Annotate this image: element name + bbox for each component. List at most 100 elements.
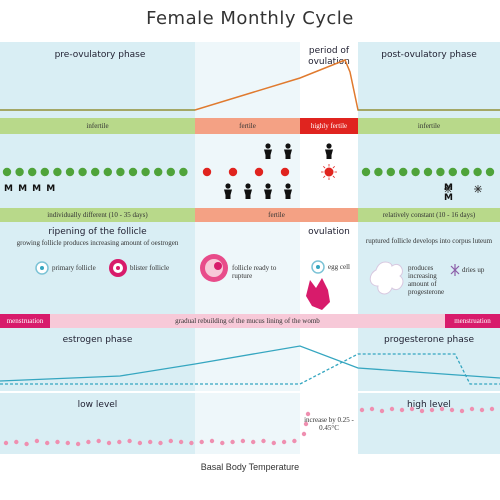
increase-label: increase by 0.25 - 0.45°C <box>304 416 354 432</box>
cycle-dot-green <box>374 167 383 177</box>
temperature-dot <box>305 411 311 417</box>
egg-cell-icon <box>311 260 325 274</box>
temperature-dot <box>469 406 475 412</box>
person-icon <box>325 143 333 159</box>
blister-follicle-label: blister follicle <box>130 264 170 272</box>
temperature-dot <box>369 406 375 412</box>
ruptured-follicle-icon <box>306 278 330 310</box>
temperature-dot <box>3 440 9 446</box>
hormone-curves <box>0 345 500 385</box>
temperature-dot <box>55 439 60 445</box>
temperature-dot <box>479 407 485 413</box>
primary-follicle-icon <box>35 261 49 275</box>
temperature-dot <box>209 438 215 444</box>
ovulation-burst-icon <box>321 164 337 180</box>
follicle-subheading: growing follicle produces increasing amo… <box>16 239 179 247</box>
temperature-dot <box>75 441 81 447</box>
temperature-dot <box>45 440 50 446</box>
follicle-illustrations <box>35 254 460 310</box>
cycle-dot-green <box>166 167 175 177</box>
temperature-dot <box>240 438 246 444</box>
ruptured-follicle-label: ruptured follicle develops into corpus l… <box>365 237 493 245</box>
ovulation-heading: ovulation <box>308 227 350 237</box>
cycle-dot-green <box>411 167 420 177</box>
cycle-dot-green <box>2 167 12 177</box>
temperature-dot <box>281 439 287 445</box>
temperature-dot <box>148 439 153 445</box>
temperature-dot <box>419 408 425 414</box>
infertile-right-label: infertile <box>417 122 441 130</box>
ovulation-period-label: period of ovulation <box>308 46 350 67</box>
menstruation-band: menstruation gradual rebuilding of the m… <box>0 314 500 328</box>
temperature-dot <box>359 407 365 413</box>
cycle-dot-green <box>141 167 150 177</box>
cycle-dot-green <box>423 167 433 177</box>
temperature-dot <box>429 407 435 413</box>
duration-fertile-label: fertile <box>268 211 285 219</box>
cycle-dot-red <box>280 167 290 177</box>
temperature-dot <box>178 439 184 445</box>
cycle-dot-green <box>116 167 125 177</box>
cycle-dot-green <box>448 167 457 177</box>
person-icon <box>284 143 292 159</box>
duration-left-cell: individually different (10 - 35 days) <box>0 208 195 222</box>
fertility-band: infertile fertile highly fertile inferti… <box>0 118 500 134</box>
cycle-dot-green <box>361 167 371 177</box>
phase-curve <box>0 59 500 111</box>
cycle-dot-green <box>154 167 163 177</box>
temperature-dot <box>65 440 71 446</box>
temperature-dot <box>459 408 465 414</box>
cycle-dot-green <box>128 167 138 177</box>
cycle-dot-green <box>473 167 482 177</box>
cycle-dot-red <box>202 167 212 177</box>
temperature-dot <box>439 406 445 412</box>
person-icon <box>264 143 272 159</box>
temperature-dots <box>3 406 495 447</box>
person-icon <box>244 183 252 199</box>
page-title: Female Monthly Cycle <box>146 8 354 29</box>
menstruation-left-cell: menstruation <box>0 314 50 328</box>
temperature-dot <box>261 438 266 444</box>
ovulation-dot <box>324 167 334 177</box>
cycle-dot-green <box>53 167 62 177</box>
estrogen-phase-label: estrogen phase <box>62 335 133 345</box>
progesterone-curve <box>0 353 500 385</box>
fertile-label: fertile <box>239 122 256 130</box>
dries-star-icon <box>444 185 482 193</box>
cycle-dot-green <box>103 167 113 177</box>
person-icon <box>224 183 232 199</box>
cycle-dot-green <box>15 167 24 177</box>
cycle-dot-red <box>254 167 264 177</box>
cycle-dot-green <box>40 167 49 177</box>
blister-follicle-icon <box>109 259 127 277</box>
m-marks-right-label: M M <box>444 183 462 203</box>
temperature-dot <box>220 440 225 446</box>
duration-left-label: individually different (10 - 35 days) <box>47 211 148 219</box>
temperature-dot <box>389 406 395 412</box>
cycle-dots <box>2 143 495 199</box>
infertile-left-cell: infertile <box>0 118 195 134</box>
m-marks-right: M M <box>438 180 488 203</box>
menstruation-right-label: menstruation <box>454 317 491 325</box>
temperature-dot <box>127 438 132 444</box>
fertile-cell: fertile <box>195 118 300 134</box>
rebuilding-label: gradual rebuilding of the mucus lining o… <box>175 317 320 325</box>
low-level-label: low level <box>77 400 118 410</box>
pre-ovulatory-phase-label: pre-ovulatory phase <box>54 50 146 60</box>
produces-label: produces increasing amount of progestero… <box>408 264 445 296</box>
footer-caption: Basal Body Temperature <box>200 462 300 472</box>
temperature-dot <box>489 406 495 412</box>
duration-band: individually different (10 - 35 days) fe… <box>0 208 500 222</box>
menstruation-left-label: menstruation <box>6 317 44 325</box>
temperature-dot <box>230 439 235 445</box>
temperature-dot <box>301 431 307 437</box>
cycle-dot-green <box>485 167 495 177</box>
cycle-dot-green <box>461 167 470 177</box>
temperature-dot <box>137 440 143 446</box>
follicle-heading: ripening of the follicle <box>48 227 147 237</box>
dries-up-icon <box>450 264 460 276</box>
cycle-dot-green <box>399 167 408 177</box>
duration-right-cell: relatively constant (10 - 16 days) <box>358 208 500 222</box>
temperature-dot <box>189 440 194 446</box>
infertile-left-label: infertile <box>86 122 109 130</box>
